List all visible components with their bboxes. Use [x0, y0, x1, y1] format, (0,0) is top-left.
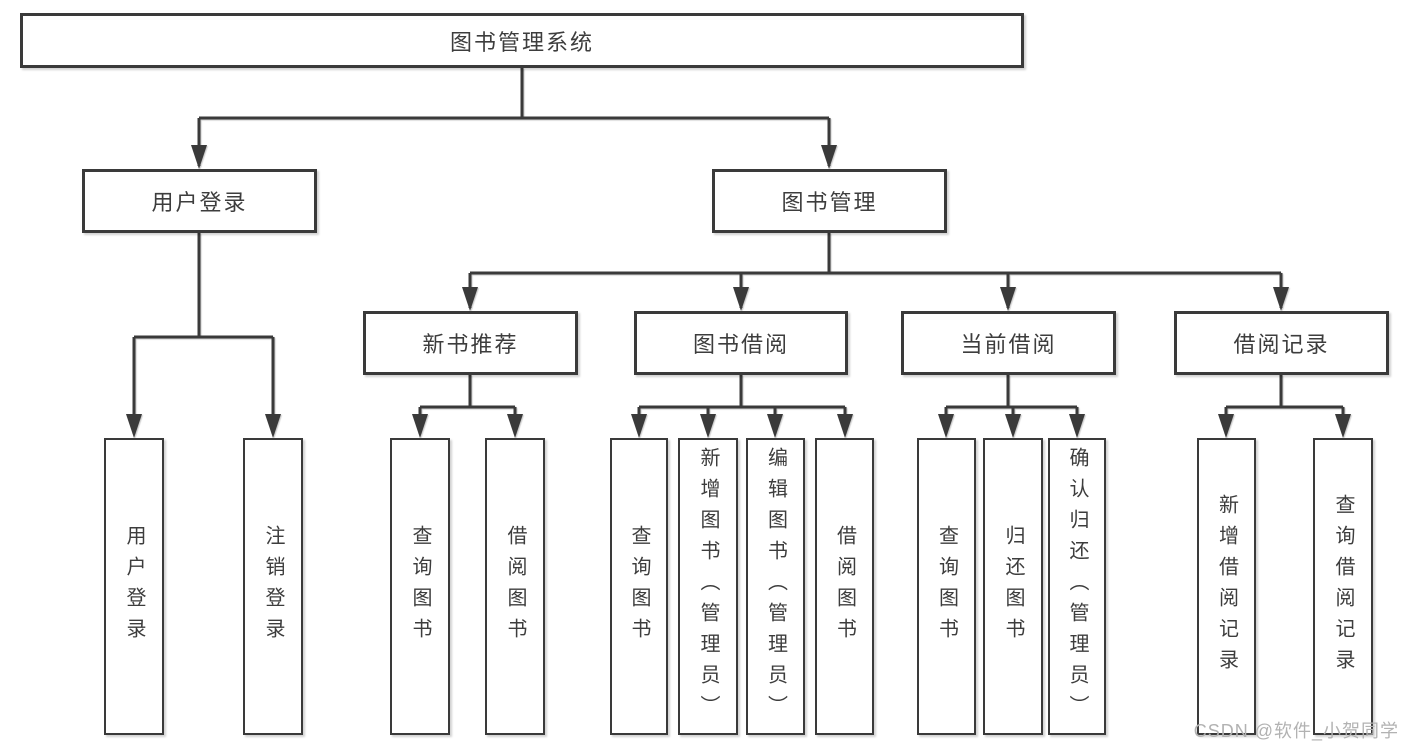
leaf-user-login: 用户登录	[104, 438, 164, 735]
leaf-add-borrow-record: 新增借阅记录	[1197, 438, 1256, 735]
node-book-borrowing: 图书借阅	[634, 311, 848, 375]
leaf-return-books: 归还图书	[983, 438, 1043, 735]
node-label: 查询图书	[935, 524, 958, 649]
node-new-book-recommend: 新书推荐	[363, 311, 578, 375]
node-label: 确认归还（管理员）	[1066, 447, 1088, 726]
leaf-query-books-borrow: 查询图书	[610, 438, 668, 735]
node-label: 查询图书	[409, 524, 431, 649]
leaf-edit-book-admin: 编辑图书（管理员）	[746, 438, 805, 735]
node-label: 新增借阅记录	[1215, 493, 1238, 680]
node-label: 图书管理	[781, 190, 878, 215]
node-book-management: 图书管理	[712, 169, 947, 233]
leaf-add-book-admin: 新增图书（管理员）	[678, 438, 738, 735]
node-label: 查询图书	[628, 524, 650, 649]
watermark: CSDN @软件_小贺同学	[1193, 721, 1399, 741]
node-label: 用户登录	[151, 190, 248, 215]
node-label: 借阅记录	[1233, 332, 1330, 357]
node-label: 图书借阅	[692, 332, 789, 357]
leaf-logout: 注销登录	[243, 438, 303, 735]
leaf-borrow-books: 借阅图书	[815, 438, 874, 735]
node-label: 归还图书	[1002, 524, 1024, 649]
node-label: 新书推荐	[422, 332, 519, 357]
node-label: 新增图书（管理员）	[697, 447, 719, 726]
node-label: 借阅图书	[833, 524, 856, 649]
node-label: 借阅图书	[504, 524, 526, 649]
node-label: 编辑图书（管理员）	[764, 447, 787, 726]
node-label: 注销登录	[262, 524, 284, 649]
node-label: 用户登录	[123, 524, 145, 649]
leaf-borrow-books-recommend: 借阅图书	[485, 438, 545, 735]
node-current-borrowing: 当前借阅	[901, 311, 1116, 375]
node-label: 查询借阅记录	[1332, 493, 1354, 680]
leaf-query-books-recommend: 查询图书	[390, 438, 450, 735]
node-label: 图书管理系统	[449, 29, 594, 55]
node-label: 当前借阅	[960, 332, 1057, 357]
node-borrowing-records: 借阅记录	[1174, 311, 1389, 375]
leaf-query-books-current: 查询图书	[917, 438, 976, 735]
leaf-query-borrow-record: 查询借阅记录	[1313, 438, 1373, 735]
node-root-system: 图书管理系统	[20, 13, 1024, 68]
node-user-login: 用户登录	[82, 169, 317, 233]
leaf-confirm-return-admin: 确认归还（管理员）	[1048, 438, 1106, 735]
